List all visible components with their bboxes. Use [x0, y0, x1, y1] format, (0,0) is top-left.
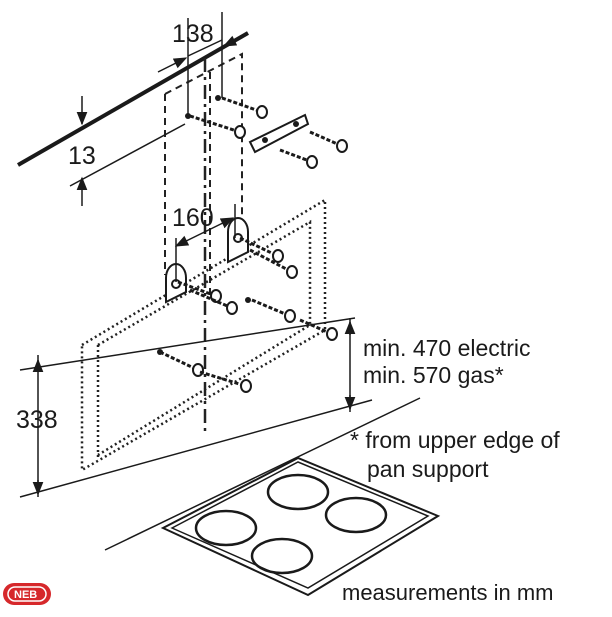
wall-outline	[19, 317, 421, 551]
footnote-line-2: pan support	[367, 456, 489, 482]
screw	[249, 248, 298, 279]
screw	[251, 298, 296, 323]
dimension-13	[69, 96, 186, 206]
screw	[189, 288, 238, 315]
cooktop	[160, 456, 441, 597]
min-gas-label: min. 570 gas*	[363, 362, 504, 388]
drill-holes	[157, 95, 251, 355]
screw	[309, 130, 348, 153]
dimension-13-label: 13	[68, 142, 96, 170]
dimension-160	[174, 204, 236, 282]
screw	[199, 370, 252, 393]
screw	[221, 96, 268, 119]
dimension-138	[157, 12, 249, 118]
screw	[189, 114, 246, 139]
burner-front-right	[250, 537, 314, 575]
units-label: measurements in mm	[342, 580, 554, 605]
dimension-138-label: 138	[172, 20, 214, 48]
burner-front-left	[194, 509, 258, 547]
min-electric-label: min. 470 electric	[363, 335, 530, 361]
wall-bracket-top	[248, 113, 310, 154]
dimension-160-label: 160	[172, 204, 214, 232]
footnote-line-1: * from upper edge of	[350, 427, 560, 453]
screw	[159, 350, 204, 377]
screw	[239, 236, 284, 263]
ceiling-line	[17, 31, 249, 167]
brand-logo: NEB	[3, 583, 51, 605]
chimney-duct	[164, 52, 243, 296]
screws-and-plugs	[159, 96, 348, 393]
screw	[279, 148, 318, 169]
burner-back-left	[266, 473, 330, 511]
burner-back-right	[324, 496, 388, 534]
screw	[299, 318, 338, 341]
svg-text:NEB: NEB	[14, 589, 37, 601]
hood-canopy	[80, 197, 327, 473]
mounting-plate-upper	[227, 217, 249, 264]
dimension-338-label: 338	[16, 406, 58, 434]
